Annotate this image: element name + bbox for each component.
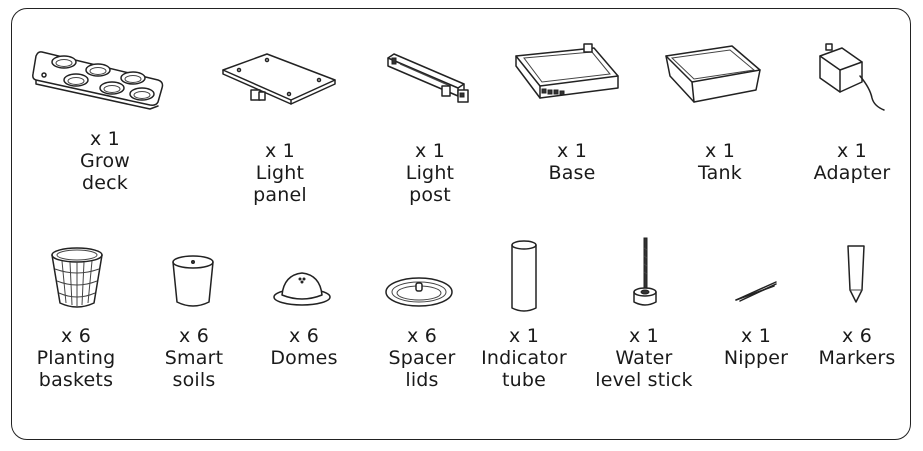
item-name: Smart bbox=[164, 347, 224, 369]
item-name: deck bbox=[82, 172, 128, 194]
item-name: Markers bbox=[818, 347, 896, 369]
item-qty: x 1 bbox=[509, 325, 539, 347]
item-name: Domes bbox=[270, 347, 338, 369]
item-qty: x 6 bbox=[289, 325, 319, 347]
item-name: Light bbox=[255, 162, 305, 184]
planting-basket-icon bbox=[51, 247, 103, 308]
item-qty: x 6 bbox=[61, 325, 91, 347]
item-name: Water bbox=[615, 347, 673, 369]
grow-deck-icon bbox=[32, 51, 164, 110]
item-label-indicator-tube: x 1 Indicator tube bbox=[481, 325, 567, 391]
item-label-light-post: x 1 Light post bbox=[406, 140, 454, 206]
item-name: level stick bbox=[595, 369, 693, 391]
marker-icon bbox=[847, 245, 865, 303]
item-name: post bbox=[409, 184, 451, 206]
item-qty: x 1 bbox=[837, 140, 867, 162]
item-qty: x 6 bbox=[842, 325, 872, 347]
item-label-light-panel: x 1 Light panel bbox=[253, 140, 307, 206]
item-name: soils bbox=[172, 369, 216, 391]
item-label-nipper: x 1 Nipper bbox=[724, 325, 788, 369]
item-qty: x 1 bbox=[557, 140, 587, 162]
item-name: lids bbox=[405, 369, 439, 391]
light-post-icon bbox=[387, 53, 469, 103]
item-name: Indicator bbox=[481, 347, 567, 369]
nipper-icon bbox=[735, 281, 777, 302]
tank-icon bbox=[665, 45, 761, 103]
item-qty: x 1 bbox=[265, 140, 295, 162]
water-level-stick-icon bbox=[633, 237, 657, 306]
item-qty: x 6 bbox=[407, 325, 437, 347]
item-name: Adapter bbox=[813, 162, 891, 184]
item-name: Tank bbox=[698, 162, 742, 184]
indicator-tube-icon bbox=[511, 240, 537, 312]
item-name: Nipper bbox=[723, 347, 789, 369]
item-label-adapter: x 1 Adapter bbox=[814, 140, 891, 184]
item-label-markers: x 6 Markers bbox=[819, 325, 896, 369]
item-qty: x 6 bbox=[179, 325, 209, 347]
item-qty: x 1 bbox=[90, 128, 120, 150]
spacer-lid-icon bbox=[385, 277, 453, 307]
item-label-tank: x 1 Tank bbox=[698, 140, 742, 184]
item-label-smart-soils: x 6 Smart soils bbox=[165, 325, 223, 391]
item-label-base: x 1 Base bbox=[548, 140, 595, 184]
item-name: Planting bbox=[36, 347, 116, 369]
light-panel-icon bbox=[222, 53, 336, 105]
item-name: Spacer bbox=[388, 347, 456, 369]
item-name: panel bbox=[253, 184, 307, 206]
item-name: Base bbox=[548, 162, 596, 184]
adapter-icon bbox=[819, 43, 885, 111]
item-qty: x 1 bbox=[629, 325, 659, 347]
item-qty: x 1 bbox=[741, 325, 771, 347]
smart-soil-icon bbox=[172, 255, 214, 307]
base-icon bbox=[515, 43, 619, 99]
item-name: baskets bbox=[38, 369, 114, 391]
item-label-domes: x 6 Domes bbox=[270, 325, 337, 369]
item-name: Light bbox=[405, 162, 455, 184]
item-label-water-level-stick: x 1 Water level stick bbox=[595, 325, 693, 391]
item-label-spacer-lids: x 6 Spacer lids bbox=[389, 325, 456, 391]
item-label-grow-deck: x 1 Grow deck bbox=[80, 128, 130, 194]
item-name: tube bbox=[501, 369, 547, 391]
dome-icon bbox=[273, 272, 331, 306]
item-qty: x 1 bbox=[415, 140, 445, 162]
parts-list-frame bbox=[11, 8, 911, 440]
item-name: Grow bbox=[79, 150, 131, 172]
item-qty: x 1 bbox=[705, 140, 735, 162]
item-label-planting-baskets: x 6 Planting baskets bbox=[37, 325, 116, 391]
